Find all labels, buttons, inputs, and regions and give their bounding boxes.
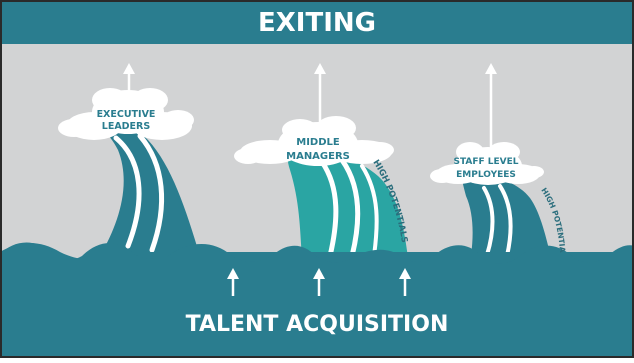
wave-middle	[287, 151, 408, 259]
cloud-executive	[58, 88, 194, 140]
cloud-staff	[430, 142, 544, 185]
arrow-up-icon	[313, 268, 325, 296]
top-banner	[0, 0, 634, 44]
cloud-label-staff-line2: EMPLOYEES	[456, 170, 516, 180]
talent-acquisition-title: TALENT ACQUISITION	[186, 312, 449, 337]
cloud-label-staff-line1: STAFF LEVEL	[453, 157, 518, 167]
cloud-label-middle-line1: MIDDLE	[296, 137, 340, 148]
cloud-middle	[234, 116, 394, 166]
arrow-up-icon	[485, 63, 497, 150]
arrow-up-icon	[314, 63, 326, 128]
cloud-label-middle-line2: MANAGERS	[286, 151, 350, 162]
cloud-label-executive-line2: LEADERS	[102, 121, 151, 132]
exiting-title: EXITING	[258, 8, 376, 38]
sea-waves	[0, 242, 634, 358]
cloud-label-executive-line1: EXECUTIVE	[97, 109, 156, 120]
wave-executive	[88, 116, 200, 256]
arrow-up-icon	[399, 268, 411, 296]
acquisition-arrows	[227, 268, 411, 296]
arrow-up-icon	[227, 268, 239, 296]
